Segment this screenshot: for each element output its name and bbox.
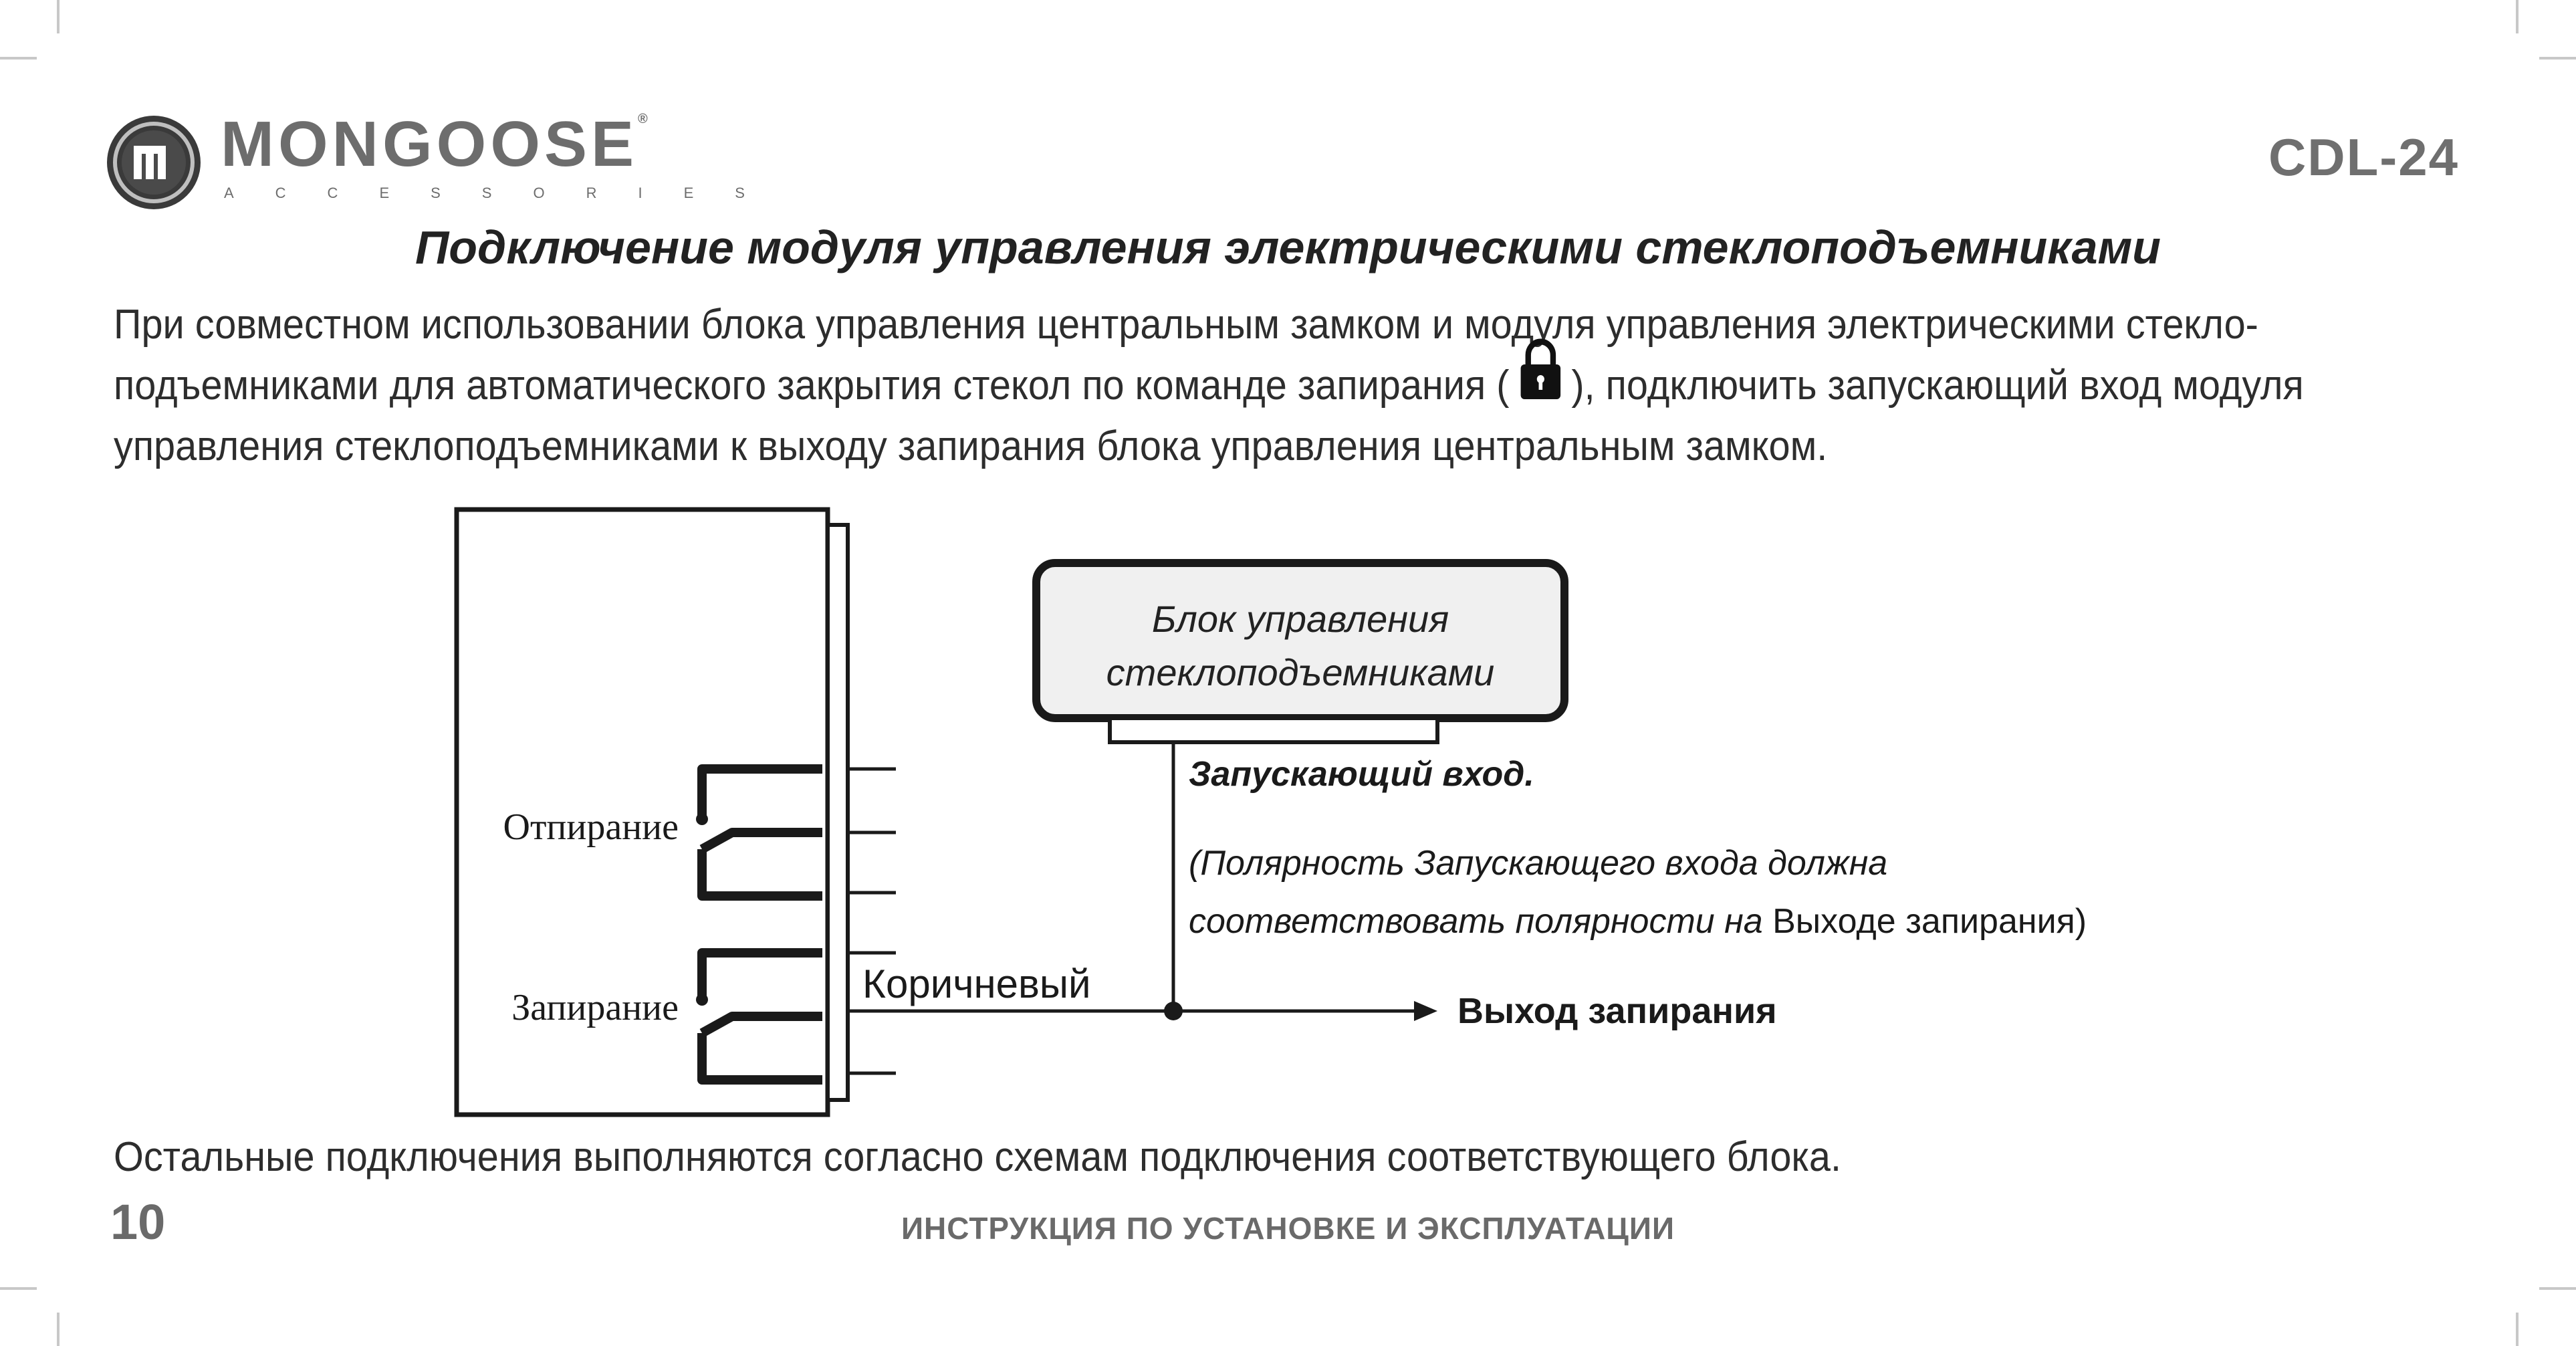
model-number: CDL-24 <box>2268 128 2459 187</box>
crop-mark <box>57 0 60 33</box>
module-label-line2: стеклоподъемниками <box>1106 651 1495 693</box>
crop-mark <box>2539 57 2576 60</box>
unlock-label: Отпирание <box>503 806 679 848</box>
crop-mark <box>0 1287 37 1290</box>
brand-logo: MONGOOSE® ACCESSORIES <box>104 108 745 219</box>
lock-relay <box>697 948 822 1085</box>
lock-wires <box>848 951 896 1075</box>
lock-output-label: Выход запирания <box>1457 991 1777 1031</box>
polarity-note-line2: соответствовать полярности на Выходе зап… <box>1189 902 2087 941</box>
footer-text: ИНСТРУКЦИЯ ПО УСТАНОВКЕ И ЭКСПЛУАТАЦИИ <box>901 1211 1675 1246</box>
unlock-wires <box>848 767 896 895</box>
polarity-note-line1: (Полярность Запускающего входа должна <box>1189 844 1887 883</box>
module-label-line1: Блок управления <box>1152 598 1449 640</box>
crop-mark <box>2539 1287 2576 1290</box>
mongoose-logo-icon <box>107 116 201 209</box>
page-title: Подключение модуля управления электричес… <box>415 221 2161 273</box>
arrow-right-icon <box>1414 1001 1437 1021</box>
trigger-input-label: Запускающий вход. <box>1189 755 1534 794</box>
intro-paragraph: При совместном использовании блока управ… <box>114 294 2467 477</box>
brand-name: MONGOOSE® <box>221 108 652 180</box>
window-module-box <box>1032 559 1568 722</box>
page-number: 10 <box>110 1194 166 1250</box>
crop-mark <box>57 1313 60 1346</box>
lock-icon <box>1509 338 1571 399</box>
module-connector <box>1108 716 1439 744</box>
unlock-relay <box>697 764 822 901</box>
lock-relay-node <box>696 994 708 1006</box>
junction-dot <box>1164 1002 1183 1020</box>
intro-text-part2: ), подключить запускающий вход модуля уп… <box>114 362 2304 469</box>
intro-text-part1: При совместном использовании блока управ… <box>114 302 2258 409</box>
brand-subtitle: ACCESSORIES <box>224 185 786 201</box>
outro-paragraph: Остальные подключения выполняются соглас… <box>114 1134 1841 1180</box>
brown-wire-label: Коричневый <box>862 962 1090 1006</box>
unlock-relay-node <box>696 813 708 825</box>
crop-mark <box>2516 0 2519 33</box>
crop-mark <box>0 57 37 60</box>
crop-mark <box>2516 1313 2519 1346</box>
connector-strip <box>826 523 850 1102</box>
lock-label: Запирание <box>511 987 679 1028</box>
